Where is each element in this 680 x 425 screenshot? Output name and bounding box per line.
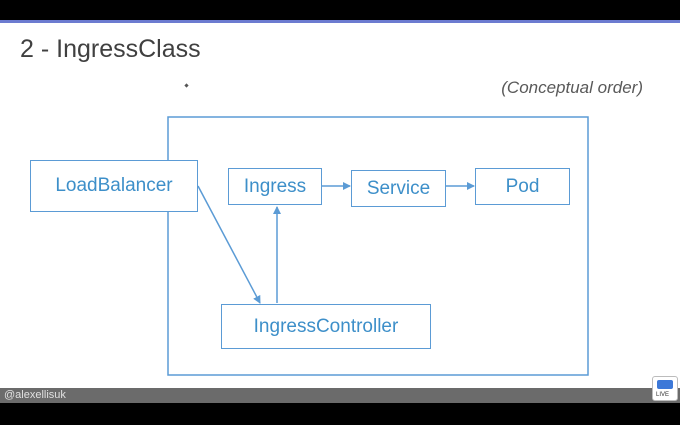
node-service: Service (351, 170, 446, 207)
arrow-loadbalancer-to-ingresscontroller (197, 185, 261, 304)
chat-icon (657, 380, 673, 389)
slide-accent-bar (0, 20, 680, 23)
node-ingresscontroller: IngressController (221, 304, 431, 349)
cluster-boundary (167, 116, 589, 376)
presentation-slide: 2 - IngressClass (Conceptual order) Load… (0, 20, 680, 388)
diagram-connectors (167, 116, 589, 376)
node-loadbalancer: LoadBalancer (30, 160, 198, 212)
slide-note: (Conceptual order) (501, 78, 643, 97)
edge-layer (197, 182, 475, 304)
live-badge-label: LIVE (656, 392, 670, 398)
live-badge-icon[interactable]: LIVE (652, 376, 678, 401)
footer-bar: @alexellisuk (0, 388, 680, 403)
node-ingress: Ingress (228, 168, 322, 205)
footer-handle: @alexellisuk (4, 389, 66, 401)
slide-title: 2 - IngressClass (20, 35, 201, 63)
node-pod: Pod (475, 168, 570, 205)
